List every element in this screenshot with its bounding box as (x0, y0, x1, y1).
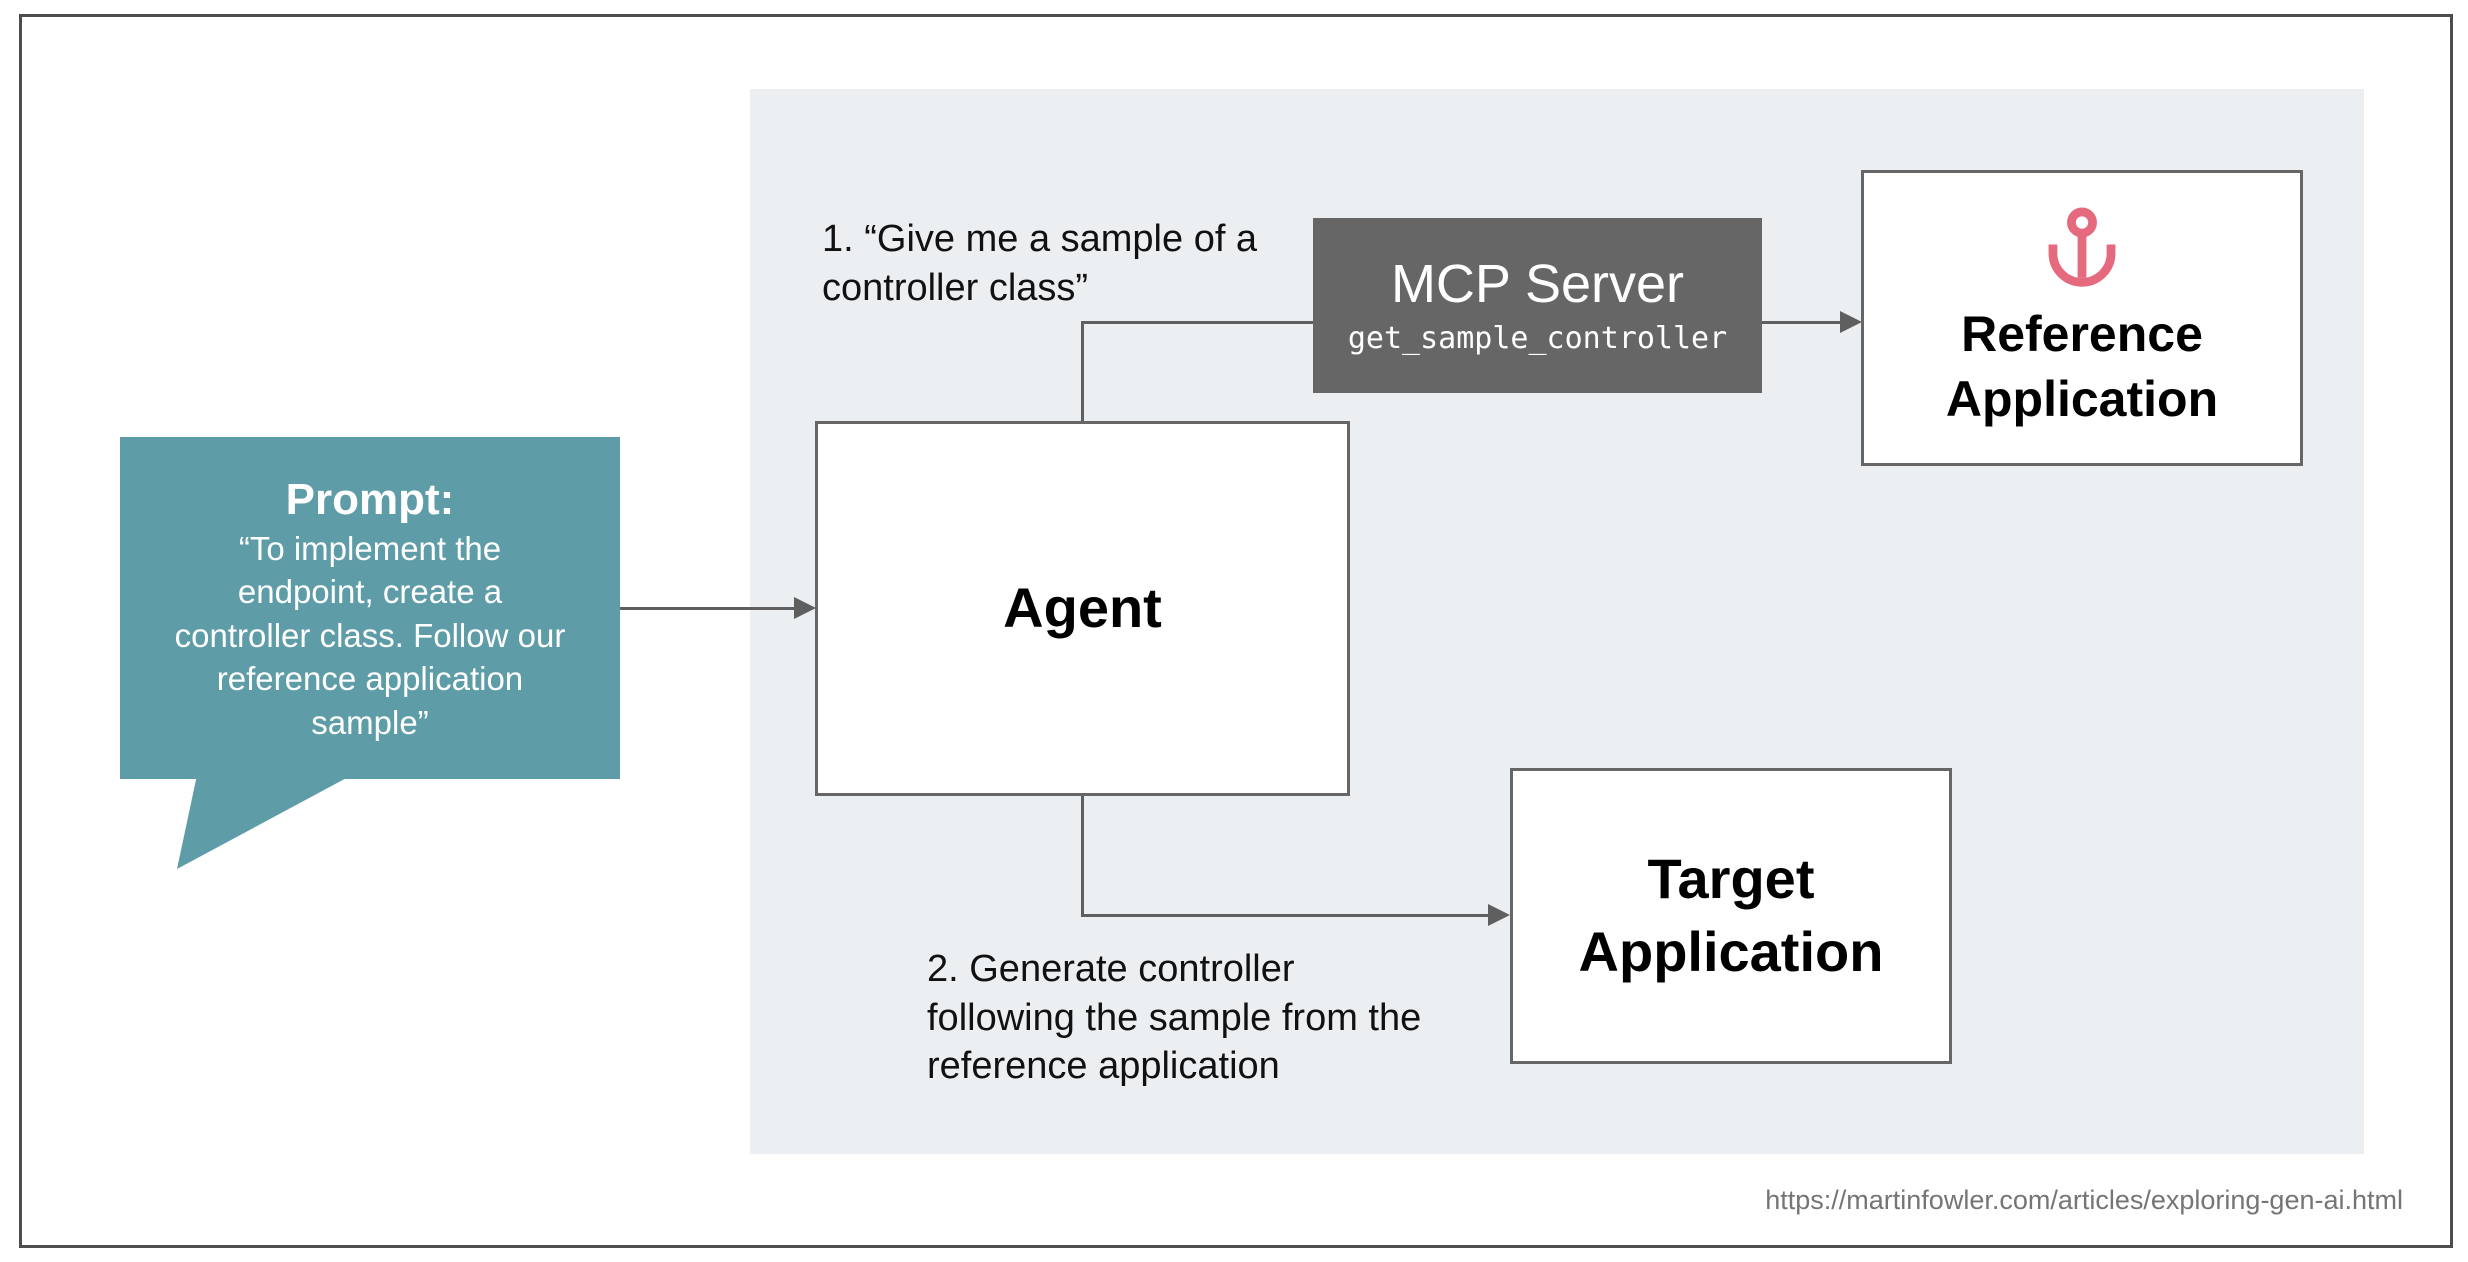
step2-annotation: 2. Generate controller following the sam… (927, 948, 1422, 1088)
speech-bubble-tail (177, 775, 352, 869)
prompt-speech-bubble: Prompt: “To implement the endpoint, crea… (120, 437, 620, 779)
mcp-server-title: MCP Server (1390, 253, 1685, 314)
connector-agent-to-mcp-horizontal (1081, 321, 1313, 324)
connector-prompt-to-agent (620, 607, 796, 610)
step1-annotation: 1. “Give me a sample of a controller cla… (822, 218, 1258, 309)
target-application-node: Target Application (1510, 768, 1952, 1064)
agent-node: Agent (815, 421, 1350, 796)
mcp-server-tool-name: get_sample_controller (1347, 321, 1728, 357)
outer-frame: Prompt: “To implement the endpoint, crea… (19, 14, 2453, 1248)
source-url: https://martinfowler.com/articles/explor… (1765, 1185, 2403, 1215)
arrowhead-agent-to-target (1488, 904, 1510, 926)
connector-agent-to-mcp-vertical (1081, 322, 1084, 423)
reference-application-label: Reference Application (1945, 306, 2219, 427)
target-application-label: Target Application (1578, 847, 1884, 983)
arrowhead-mcp-to-reference (1840, 311, 1862, 333)
agent-label: Agent (1003, 576, 1162, 640)
reference-application-node: Reference Application (1861, 170, 2303, 466)
prompt-body: “To implement the endpoint, create a con… (174, 529, 566, 741)
mcp-server-node: MCP Server get_sample_controller (1313, 218, 1762, 393)
arrowhead-prompt-to-agent (794, 597, 816, 619)
connector-agent-to-target-horizontal (1081, 914, 1493, 917)
anchor-icon (2048, 207, 2116, 287)
connector-agent-to-target-vertical (1081, 794, 1084, 917)
prompt-title: Prompt: (285, 474, 455, 524)
connector-mcp-to-reference (1762, 321, 1842, 324)
